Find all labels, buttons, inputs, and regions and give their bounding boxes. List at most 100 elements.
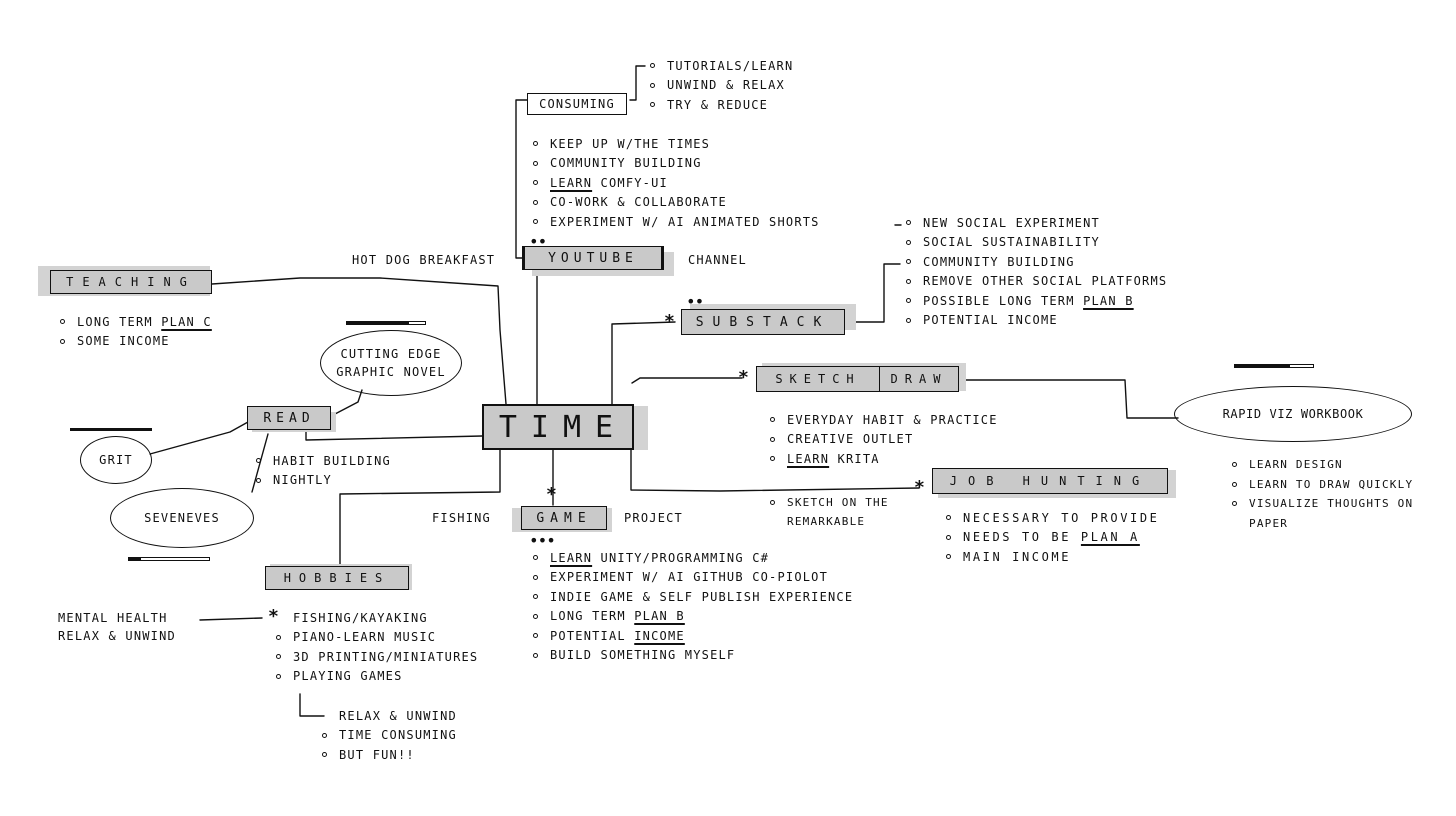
time-node[interactable]: TIME [482,404,634,450]
list-item: LEARN DESIGN [1232,455,1413,475]
bullet-icon [276,673,281,679]
read-node[interactable]: READ [247,406,331,430]
substack-node[interactable]: SUBSTACK [681,309,845,335]
bullet-icon [946,515,951,521]
bullet-icon [906,298,911,304]
game-node[interactable]: GAME [521,506,607,530]
list-item: PLAYING GAMES [276,667,478,687]
list-item: INDIE GAME & SELF PUBLISH EXPERIENCE [533,587,853,607]
youtube-node[interactable]: YOUTUBE [522,246,664,270]
list-item: TUTORIALS/LEARN [650,56,793,76]
list-item: BUT FUN!! [322,745,457,765]
consuming-list: TUTORIALS/LEARN UNWIND & RELAX TRY & RED… [650,56,793,115]
list-item: LEARN UNITY/PROGRAMMING C# [533,548,853,568]
list-item: CO-WORK & COLLABORATE [533,193,820,213]
progress-fill [347,322,410,324]
youtube-prefix-label: HOT DOG BREAKFAST [352,253,496,267]
list-item: POTENTIAL INCOME [533,626,853,646]
list-item: UNWIND & RELAX [650,76,793,96]
list-item: NEEDS TO BE PLAN A [946,528,1160,548]
teaching-list: LONG TERM PLAN C SOME INCOME [60,312,212,351]
seveneves-label: SEVENEVES [144,511,220,525]
youtube-list: KEEP UP W/THE TIMES COMMUNITY BUILDING L… [533,134,820,232]
bullet-icon [276,634,281,640]
list-item: LEARN COMFY-UI [533,173,820,193]
seveneves-oval[interactable]: SEVENEVES [110,488,254,548]
bullet-icon [533,199,538,205]
substack-list: NEW SOCIAL EXPERIMENT SOCIAL SUSTAINABIL… [906,213,1167,330]
list-item: POTENTIAL INCOME [906,311,1167,331]
game-prefix-label: FISHING [432,511,491,525]
list-item: PIANO-LEARN MUSIC [276,628,478,648]
hobbies-label: HOBBIES [283,571,391,585]
sketch-label: SKETCH [775,372,861,386]
bullet-icon [533,180,538,186]
bullet-icon [256,458,261,464]
bullet-icon [1232,481,1237,487]
bullet-icon [533,574,538,580]
sketch-remarkable-line1: SKETCH ON THE [787,496,889,509]
star-icon: * [664,311,675,332]
list-item: POSSIBLE LONG TERM PLAN B [906,291,1167,311]
sketch-remarkable-line2: REMARKABLE [787,515,866,528]
sketch-node[interactable]: SKETCH [756,366,880,392]
list-item: RELAX & UNWIND [339,708,457,723]
list-item: BUILD SOMETHING MYSELF [533,646,853,666]
list-item: EXPERIMENT W/ AI GITHUB CO-PIOLOT [533,568,853,588]
grit-line [70,428,152,431]
bullet-icon [322,732,327,738]
star-icon: * [738,367,749,388]
time-label: TIME [498,409,628,445]
seveneves-progress [128,557,210,561]
sketch-list: EVERYDAY HABIT & PRACTICE CREATIVE OUTLE… [770,410,998,469]
bullet-icon [1232,462,1237,468]
cutting-edge-oval[interactable]: CUTTING EDGE GRAPHIC NOVEL [320,330,462,396]
list-item: LEARN TO DRAW QUICKLY [1232,475,1413,495]
mental-health-line2: RELAX & UNWIND [58,629,176,643]
youtube-suffix-label: CHANNEL [688,253,747,267]
list-item: COMMUNITY BUILDING [533,154,820,174]
list-item: SOCIAL SUSTAINABILITY [906,233,1167,253]
list-item: VISUALIZE THOUGHTS ON [1232,494,1413,514]
list-item: MAIN INCOME [946,547,1160,567]
list-item: LONG TERM PLAN B [533,607,853,627]
bullet-icon [650,63,655,69]
list-item: TIME CONSUMING [322,726,457,746]
substack-label: SUBSTACK [695,314,831,330]
bullet-icon [906,259,911,265]
grit-oval[interactable]: GRIT [80,436,152,484]
cutting-edge-line1: CUTTING EDGE [340,347,442,361]
list-item: LONG TERM PLAN C [60,312,212,332]
sketch-remarkable-note: SKETCH ON THE REMARKABLE [770,497,889,527]
job-hunting-list: NECESSARY TO PROVIDE NEEDS TO BE PLAN A … [946,508,1160,567]
list-item: REMOVE OTHER SOCIAL PLATFORMS [906,272,1167,292]
job-hunting-node[interactable]: JOB HUNTING [932,468,1168,494]
list-item: KEEP UP W/THE TIMES [533,134,820,154]
bullet-icon [60,338,65,344]
bullet-icon [60,319,65,325]
mental-health-note: MENTAL HEALTH RELAX & UNWIND [58,612,176,642]
bullet-icon [946,534,951,540]
youtube-label: YOUTUBE [548,250,638,266]
teaching-node[interactable]: TEACHING [50,270,212,294]
rapid-viz-progress [1234,364,1314,368]
list-item: LEARN KRITA [770,449,998,469]
cutting-edge-progress [346,321,426,325]
list-item: 3D PRINTING/MINIATURES [276,647,478,667]
list-item: SOME INCOME [60,332,212,352]
consuming-label: CONSUMING [539,97,615,111]
consuming-node[interactable]: CONSUMING [527,93,627,115]
rapid-viz-label: RAPID VIZ WORKBOOK [1222,407,1364,421]
draw-node[interactable]: DRAW [879,366,959,392]
hobbies-node[interactable]: HOBBIES [265,566,409,590]
bullet-icon [770,436,775,442]
bullet-icon [1232,501,1237,507]
game-label: GAME [536,510,592,526]
hobbies-list: FISHING/KAYAKING PIANO-LEARN MUSIC 3D PR… [276,608,478,686]
bullet-icon [256,477,261,483]
rapid-viz-oval[interactable]: RAPID VIZ WORKBOOK [1174,386,1412,442]
bullet-icon [906,220,911,226]
bullet-icon [322,752,327,758]
